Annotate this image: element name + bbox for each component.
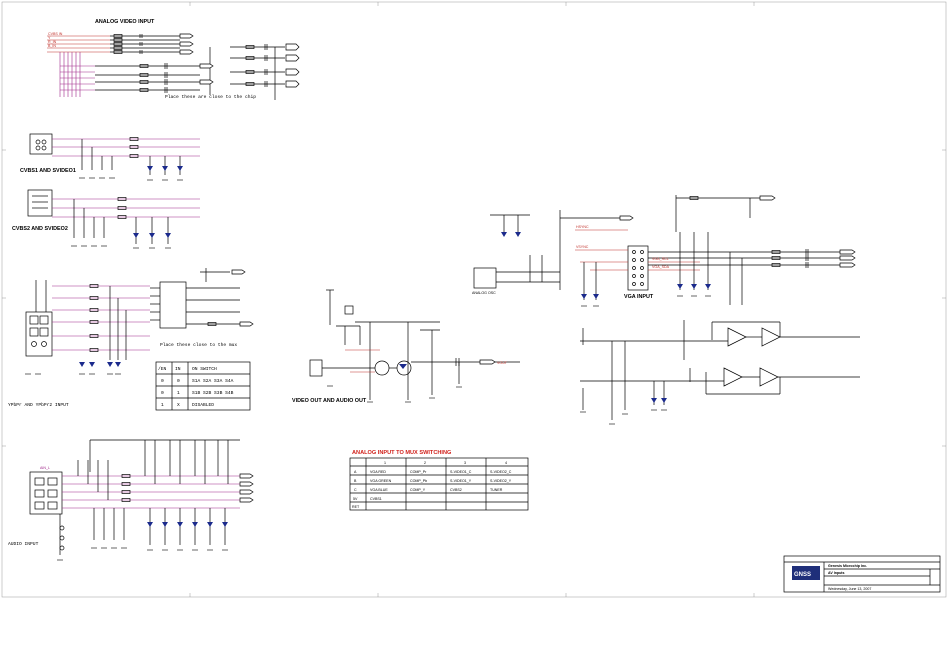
switching-row-c-cell-4: TUNER — [490, 488, 503, 492]
net-vout: VOUT — [497, 361, 508, 365]
switching-row-b-cell-1: VGA GREEN — [370, 479, 392, 483]
truth-header-en: /EN — [158, 366, 167, 372]
switching-row-c-cell-1: VGA BLUE — [370, 488, 388, 492]
switching-row-5v-cell-1: CVBS1 — [370, 497, 382, 501]
truth-row-3-en: 1 — [161, 402, 164, 408]
frame-ticks — [2, 2, 946, 597]
switching-col-1: 1 — [384, 461, 386, 465]
video-audio-out-heading: VIDEO OUT AND AUDIO OUT — [292, 398, 367, 404]
cvbs2-svideo2-block: CVBS2 AND SVIDEO2 — [12, 189, 200, 249]
switching-row-b-cell-3: S-VIDEO1_Y — [450, 479, 472, 483]
switching-row-a-cell-2: COMP_Pr — [410, 470, 427, 474]
net-r-in: R_IN — [48, 40, 57, 44]
audio-input-heading: AUDIO INPUT — [8, 541, 39, 547]
truth-row-3-switch: DISABLED — [192, 402, 214, 408]
switching-row-a-cell-3: S-VIDEO1_C — [450, 470, 472, 474]
cvbs1-svideo1-heading: CVBS1 AND SVIDEO1 — [20, 168, 76, 174]
switching-row-b-cell-4: S-VIDEO2_Y — [490, 479, 512, 483]
title-date: Wednesday, June 13, 2007 — [828, 587, 871, 591]
switching-row-a-cell-4: S-VIDEO2_C — [490, 470, 512, 474]
title-sheet-name: AV Inputs — [828, 571, 845, 575]
switching-row-b-cell-2: COMP_Pb — [410, 479, 427, 483]
switching-col-2: 2 — [424, 461, 426, 465]
switching-row-a-cell-1: VGA RED — [370, 470, 386, 474]
truth-row-2-switch: S1B S2B S3B S4B — [192, 390, 234, 396]
net-hsync: HSYNC — [576, 225, 589, 229]
title-company: Genesis Microchip Inc. — [828, 564, 867, 568]
svg-text:GNSS: GNSS — [794, 572, 811, 578]
cvbs1-svideo1-block: CVBS1 AND SVIDEO1 — [20, 133, 200, 181]
truth-row-1-en: 0 — [161, 378, 164, 384]
switching-table-title: ANALOG INPUT TO MUX SWITCHING — [352, 450, 451, 456]
analog-video-input-block: ANALOG VIDEO INPUT CVBS IN Y R_IN B_IN — [47, 19, 300, 100]
sheet-border — [1, 1, 947, 598]
net-vga-sda: VGA_SDA — [652, 265, 670, 269]
switching-row-c-cell-2: COMP_Y — [410, 488, 426, 492]
switching-row-a-label: A — [354, 470, 357, 474]
genesis-logo — [792, 566, 820, 580]
truth-header-in: IN — [175, 366, 181, 372]
ypbpr-input-heading: YPbPr AND YPbPr2 INPUT — [8, 402, 69, 408]
truth-row-1-switch: S1A S2A S3A S4A — [192, 378, 234, 384]
vga-input-block: ANALOG OSC — [472, 195, 860, 425]
video-audio-out-block: VOUT VIDEO OUT AND AUDIO OUT — [292, 289, 520, 404]
truth-header-on-switch: ON SWITCH — [192, 366, 217, 372]
switching-row-5v-label: 5V — [353, 497, 358, 501]
title-block: GNSS Genesis Microchip Inc. AV Inputs We… — [783, 555, 941, 593]
switching-col-3: 3 — [464, 461, 466, 465]
vga-input-heading: VGA INPUT — [624, 294, 654, 300]
switching-row-b-label: B — [354, 479, 357, 483]
net-y-in: Y — [48, 36, 51, 40]
cvbs2-svideo2-heading: CVBS2 AND SVIDEO2 — [12, 226, 68, 232]
net-b-in: B_IN — [48, 44, 56, 48]
net-cvbs-in: CVBS IN — [48, 32, 63, 36]
ypbpr-input-block: YPbPr AND YPbPr2 INPUT Place these close… — [8, 268, 254, 408]
analog-osc-note: ANALOG OSC — [472, 291, 496, 295]
switching-row-ret-label: RET — [352, 505, 360, 509]
net-vsync: VSYNC — [576, 245, 589, 249]
truth-row-1-in: 0 — [177, 378, 180, 384]
switching-row-c-label: C — [354, 488, 357, 492]
place-close-chip-note: Place these are close to the chip — [165, 94, 256, 100]
truth-row-3-in: X — [177, 402, 180, 408]
place-close-mux-note: Place these close to the mux — [160, 342, 237, 348]
switching-table: ANALOG INPUT TO MUX SWITCHING 1 2 3 4 A … — [349, 450, 529, 511]
mux-truth-table: /EN IN ON SWITCH 0 0 S1A S2A S3A S4A 0 1… — [155, 361, 251, 411]
truth-row-2-en: 0 — [161, 390, 164, 396]
truth-row-2-in: 1 — [177, 390, 180, 396]
net-vga-scl: VGA_SCL — [652, 257, 669, 261]
audio-input-block: AIN_L AUDIO INPUT — [8, 439, 254, 561]
net-ain-l: AIN_L — [40, 466, 50, 470]
switching-row-c-cell-3: CVBS2 — [450, 488, 462, 492]
analog-video-input-heading: ANALOG VIDEO INPUT — [95, 19, 155, 25]
switching-col-4: 4 — [505, 461, 507, 465]
